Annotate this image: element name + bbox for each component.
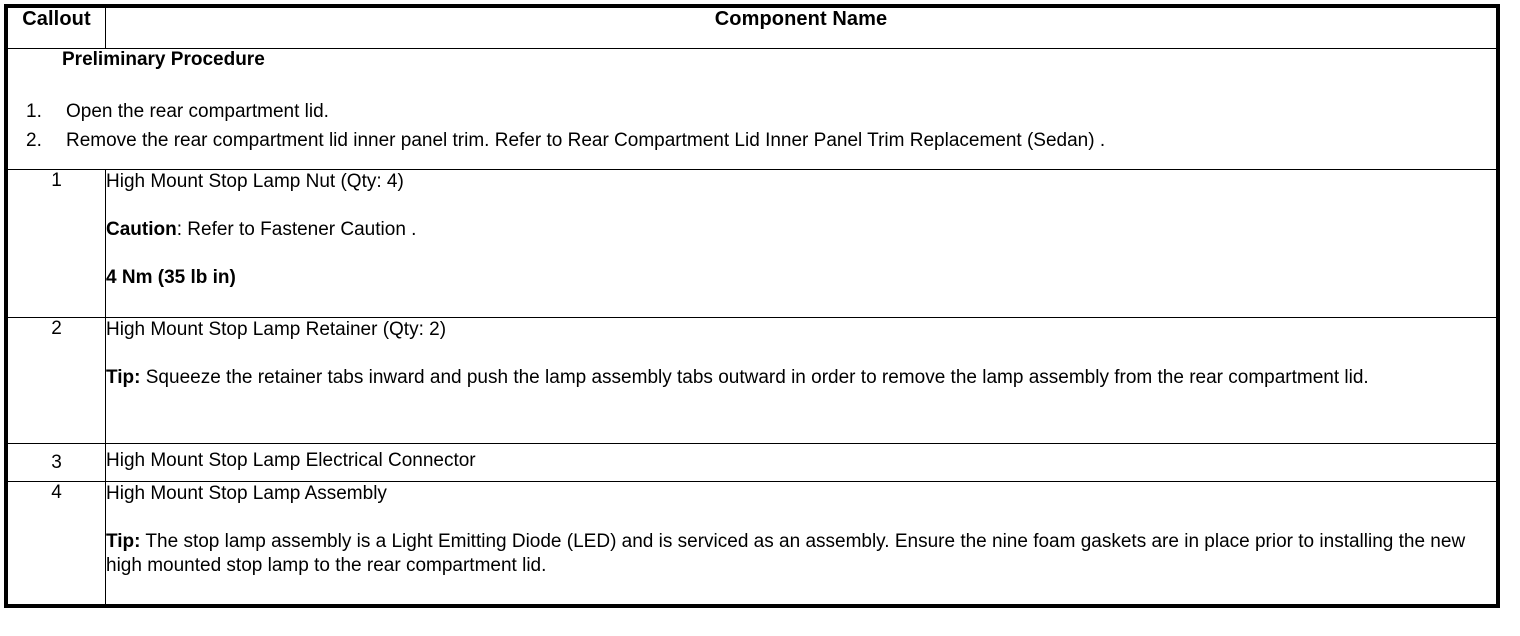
component-description-cell: High Mount Stop Lamp Retainer (Qty: 2) T… xyxy=(105,317,1499,444)
tip-note: Tip: The stop lamp assembly is a Light E… xyxy=(106,530,1496,578)
caution-note: Caution: Refer to Fastener Caution . xyxy=(106,218,1496,242)
callout-number: 1 xyxy=(5,169,106,318)
callout-number: 3 xyxy=(5,443,106,482)
tip-label: Tip: xyxy=(106,531,141,552)
component-description-cell: High Mount Stop Lamp Electrical Connecto… xyxy=(105,443,1499,482)
table-row: 2 High Mount Stop Lamp Retainer (Qty: 2)… xyxy=(5,317,1499,444)
spacer xyxy=(106,242,1496,266)
preliminary-procedure-title: Preliminary Procedure xyxy=(62,49,265,70)
table-row: 1 High Mount Stop Lamp Nut (Qty: 4) Caut… xyxy=(5,169,1499,318)
component-name-text: High Mount Stop Lamp Retainer (Qty: 2) xyxy=(106,319,447,340)
column-header-component-name: Component Name xyxy=(105,5,1499,49)
caution-label: Caution xyxy=(106,219,177,240)
component-name-text: High Mount Stop Lamp Assembly xyxy=(106,483,387,504)
tip-text: Squeeze the retainer tabs inward and pus… xyxy=(140,367,1369,388)
list-item-number: 2. xyxy=(26,130,42,151)
spacer xyxy=(106,506,1496,530)
list-item: 1. Open the rear compartment lid. xyxy=(8,97,1496,126)
component-callout-table: Callout Component Name Preliminary Proce… xyxy=(4,4,1500,608)
spacer xyxy=(106,342,1496,366)
preliminary-procedure-row: Preliminary Procedure 1. Open the rear c… xyxy=(5,48,1499,170)
list-item-text: Remove the rear compartment lid inner pa… xyxy=(66,130,1106,151)
list-item: 2. Remove the rear compartment lid inner… xyxy=(8,126,1496,155)
tip-text: The stop lamp assembly is a Light Emitti… xyxy=(106,531,1466,576)
tip-label: Tip: xyxy=(106,367,141,388)
callout-number: 4 xyxy=(5,481,106,606)
preliminary-procedure-list: 1. Open the rear compartment lid. 2. Rem… xyxy=(8,97,1496,155)
spacer xyxy=(106,194,1496,218)
table-row: 4 High Mount Stop Lamp Assembly Tip: The… xyxy=(5,481,1499,606)
component-name-text: High Mount Stop Lamp Electrical Connecto… xyxy=(106,450,476,471)
component-description-cell: High Mount Stop Lamp Nut (Qty: 4) Cautio… xyxy=(105,169,1499,318)
preliminary-procedure-cell: Preliminary Procedure 1. Open the rear c… xyxy=(5,48,1499,170)
callout-number: 2 xyxy=(5,317,106,444)
column-header-callout: Callout xyxy=(5,5,106,49)
torque-value: 4 Nm (35 lb in) xyxy=(106,267,236,288)
table-header-row: Callout Component Name xyxy=(5,5,1499,49)
torque-spec: 4 Nm (35 lb in) xyxy=(106,266,1496,290)
tip-note: Tip: Squeeze the retainer tabs inward an… xyxy=(106,366,1496,390)
component-description-cell: High Mount Stop Lamp Assembly Tip: The s… xyxy=(105,481,1499,606)
list-item-text: Open the rear compartment lid. xyxy=(66,101,329,122)
list-item-number: 1. xyxy=(26,101,42,122)
table-row: 3 High Mount Stop Lamp Electrical Connec… xyxy=(5,443,1499,482)
caution-text: : Refer to Fastener Caution . xyxy=(176,219,417,240)
component-name-text: High Mount Stop Lamp Nut (Qty: 4) xyxy=(106,171,404,192)
